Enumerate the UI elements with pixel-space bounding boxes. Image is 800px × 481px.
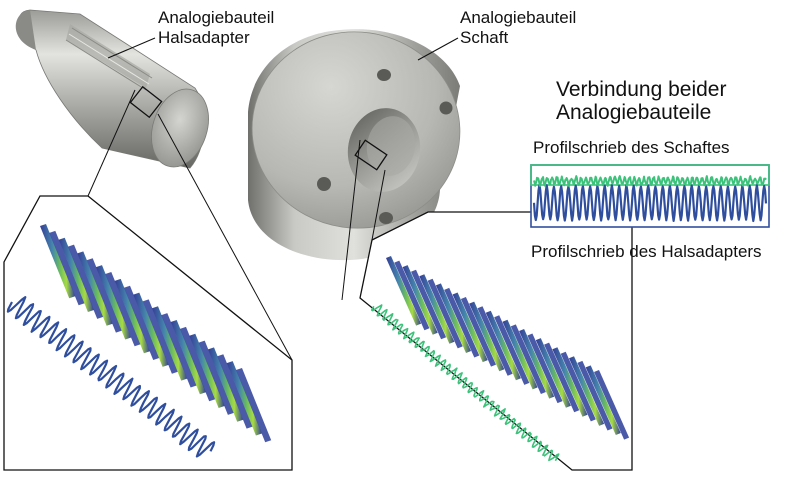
- surface-ridge: [494, 315, 530, 385]
- surface-ridge: [452, 292, 488, 363]
- verbindung-schaft-trace: [533, 175, 767, 187]
- surface-ridge: [236, 368, 272, 443]
- profil-halsadapter-label: Profilschrieb des Halsadapters: [531, 242, 762, 261]
- surface-ridge: [208, 347, 244, 422]
- verbindung-title-line2: Analogiebauteile: [556, 101, 712, 124]
- surface-ridge: [198, 340, 234, 415]
- surface-ridge: [114, 278, 150, 354]
- surface-ridge: [460, 297, 496, 367]
- surface-ridge: [77, 251, 113, 326]
- surface-ridge: [435, 283, 471, 353]
- surface-ridge: [68, 244, 104, 319]
- verbindung-title-line1: Verbindung beider: [556, 78, 727, 101]
- surface-ridge: [477, 306, 513, 376]
- surface-ridge: [519, 329, 555, 399]
- surface-ridge: [544, 342, 580, 413]
- surface-ridge: [569, 356, 605, 426]
- surface-ridge: [402, 265, 438, 335]
- surface-ridge: [577, 360, 613, 431]
- schaft-label-line1: Analogiebauteil: [460, 8, 577, 27]
- surface-ridge: [510, 324, 546, 394]
- surface-ridge: [502, 319, 538, 390]
- profil-schaft-label: Profilschrieb des Schaftes: [533, 138, 730, 157]
- halsadapter-label-line2: Halsadapter: [158, 28, 250, 47]
- surface-ridge: [180, 326, 216, 402]
- schaft-part-icon: [248, 29, 461, 261]
- surface-ridge: [217, 354, 253, 429]
- surface-ridge: [142, 299, 178, 374]
- surface-ridge: [419, 274, 455, 344]
- surface-ridge: [152, 306, 188, 381]
- halsadapter-profile-trace: [6, 296, 216, 458]
- schaft-label-line2: Schaft: [460, 28, 509, 47]
- verbindung-halsadapter-trace: [532, 183, 768, 223]
- surface-ridge: [170, 320, 206, 395]
- surface-ridge: [394, 260, 430, 331]
- schaft-leader-line: [417, 37, 459, 61]
- halsadapter-surface-icon: [40, 224, 272, 443]
- surface-ridge: [469, 301, 505, 372]
- surface-ridge: [40, 224, 76, 299]
- surface-ridge: [485, 310, 521, 381]
- surface-ridge: [124, 285, 160, 360]
- surface-ridge: [58, 237, 94, 312]
- schaft-surface-icon: [386, 256, 630, 440]
- surface-ridge: [96, 265, 132, 340]
- surface-ridge: [226, 361, 262, 436]
- halsadapter-part-icon: [15, 9, 209, 169]
- schaft-profile-trace: [370, 304, 560, 462]
- surface-ridge: [133, 292, 169, 367]
- surface-ridge: [552, 347, 588, 417]
- halsadapter-leader-line: [107, 37, 156, 59]
- surface-ridge: [86, 258, 122, 333]
- surface-ridge: [444, 287, 480, 358]
- surface-ridge: [411, 269, 447, 340]
- surface-ridge: [585, 365, 621, 435]
- surface-ridge: [49, 230, 85, 306]
- projection-lines: [87, 89, 386, 361]
- surface-ridge: [105, 272, 141, 347]
- surface-ridge: [535, 338, 571, 408]
- surface-ridge: [594, 370, 630, 440]
- surface-ridge: [427, 278, 463, 349]
- surface-ridge: [560, 351, 596, 422]
- surface-ridge: [189, 333, 225, 408]
- halsadapter-label-line1: Analogiebauteil: [158, 8, 275, 27]
- surface-ridge: [386, 256, 422, 326]
- surface-ridge: [161, 313, 197, 388]
- surface-ridge: [527, 333, 563, 404]
